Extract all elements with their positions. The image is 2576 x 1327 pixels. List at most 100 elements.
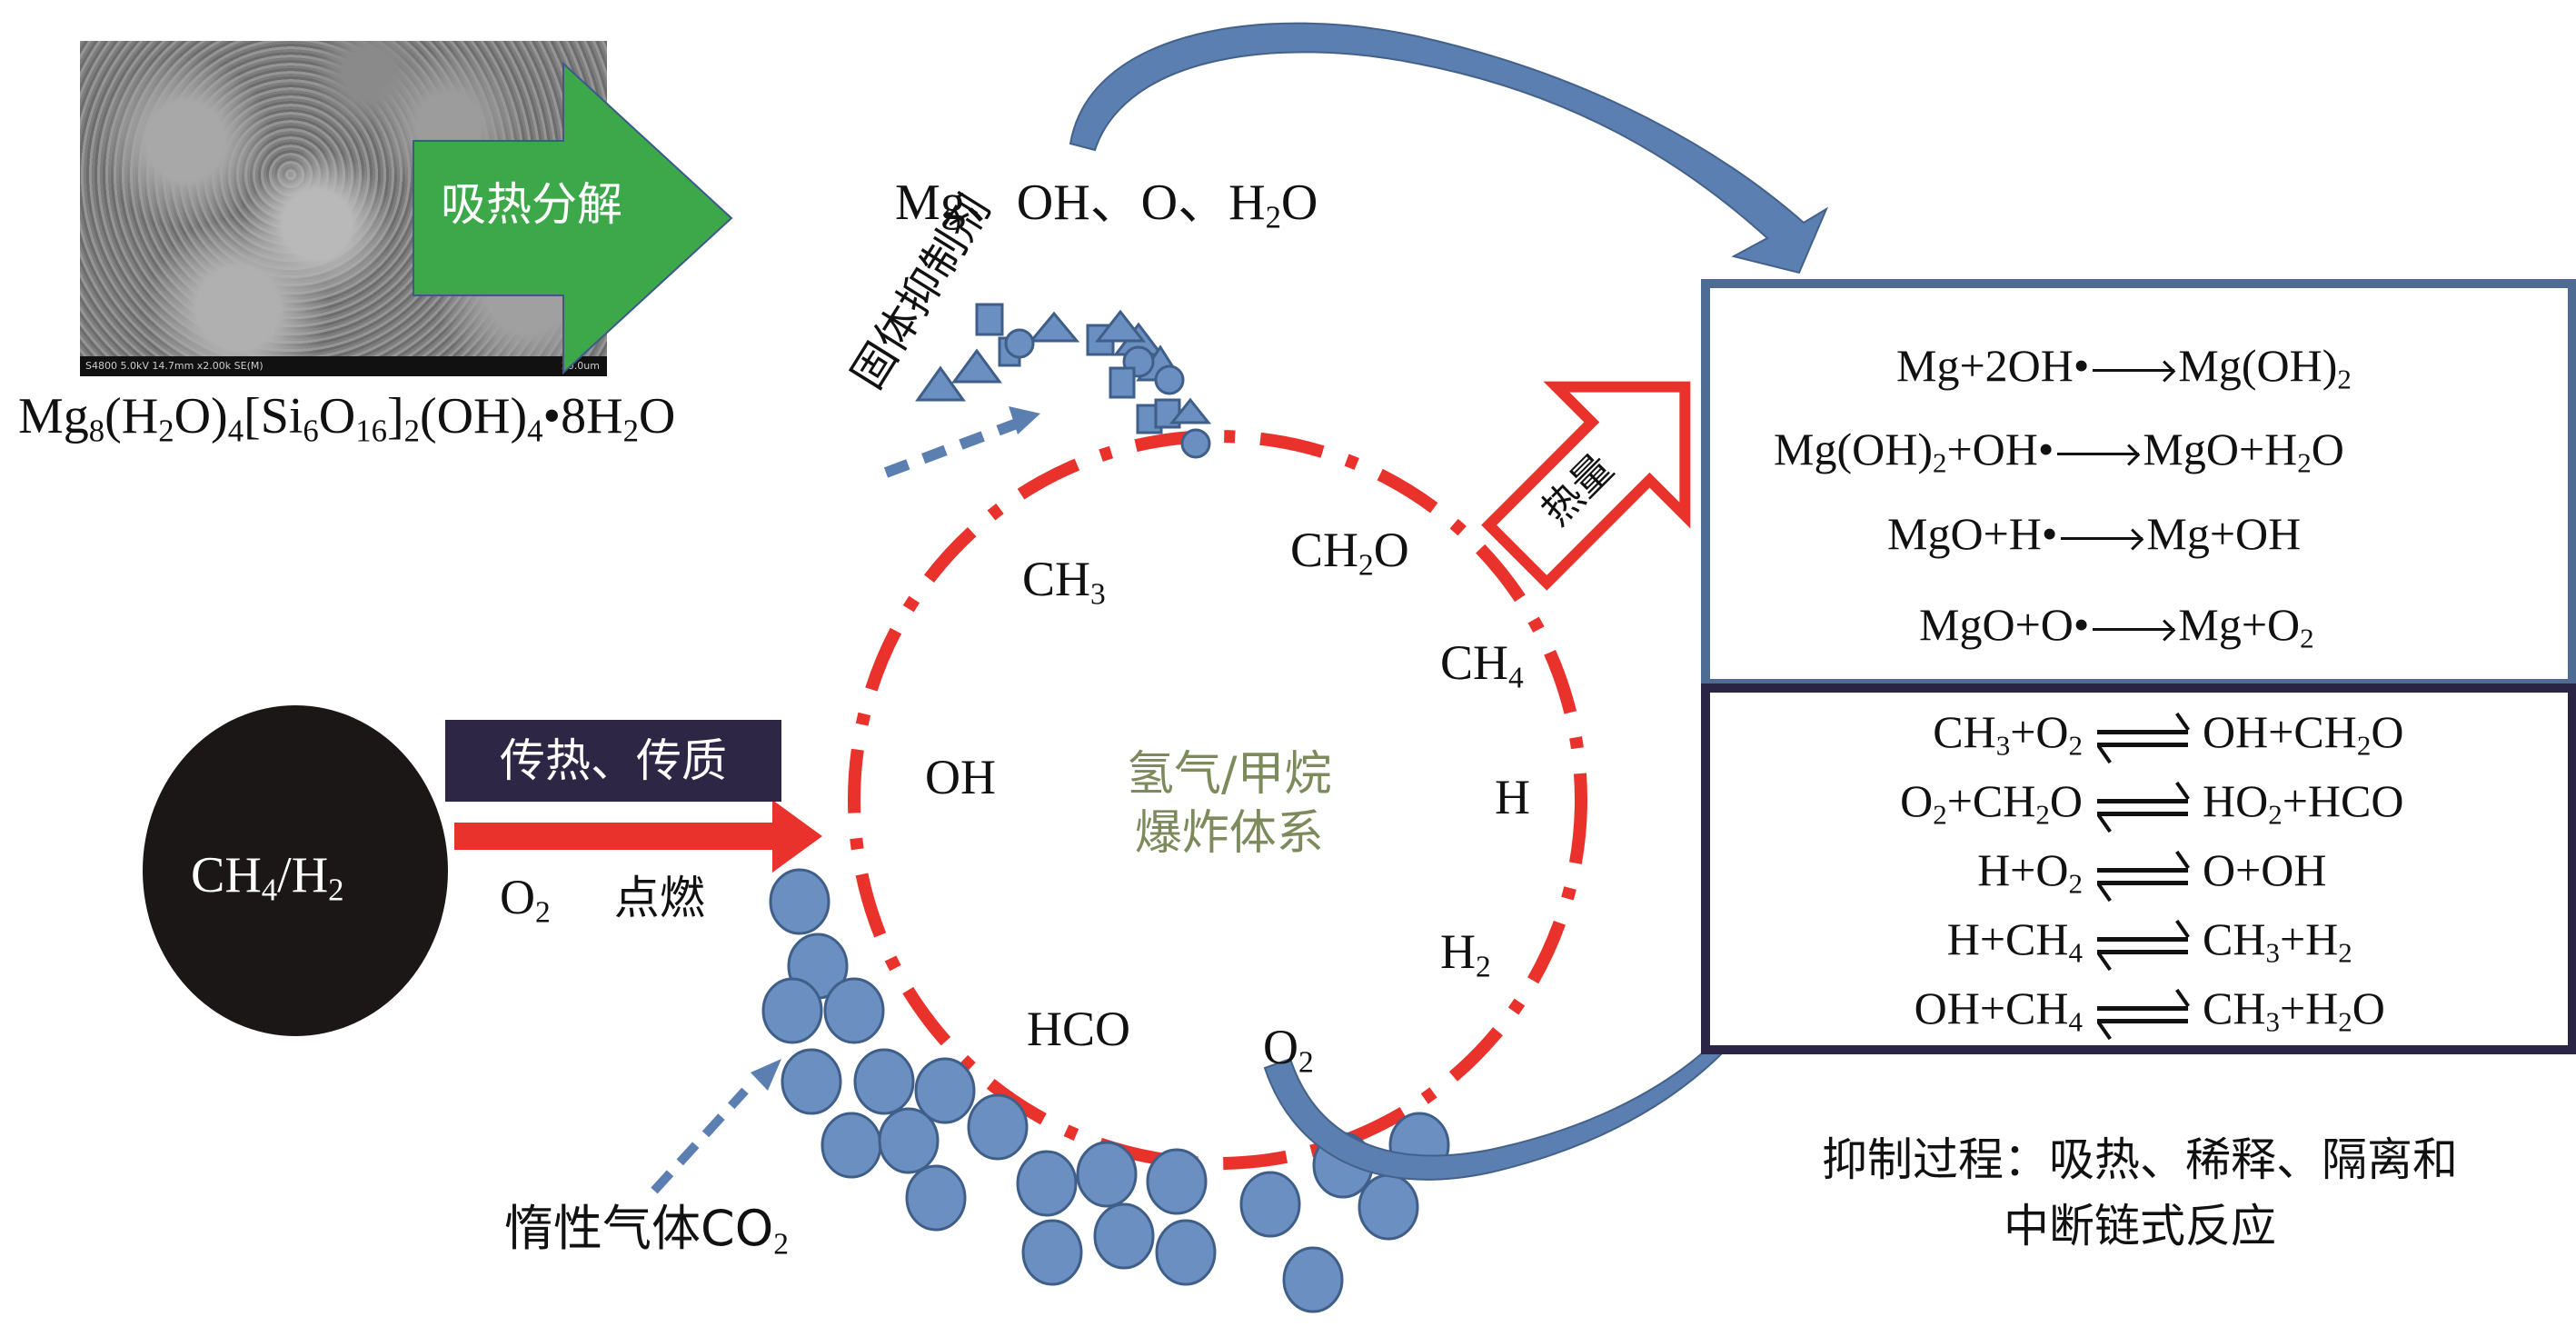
top-curved-arrow [1069, 22, 1829, 274]
suppressant-feed-arrow [883, 413, 1034, 478]
species-text: CH [1022, 552, 1091, 606]
species-ch2o: CH2O [1290, 523, 1409, 581]
conclusion-line2: 中断链式反应 [2004, 1199, 2276, 1252]
reaction-part: +O [2010, 706, 2069, 757]
reaction-rhs: Mg+O [2178, 599, 2301, 650]
reaction-part: O [2352, 983, 2385, 1033]
ignition-text: 点燃 [613, 872, 705, 924]
species-text: O [1263, 1020, 1298, 1074]
species-sub: 3 [1090, 577, 1106, 612]
reaction-lhs: CH3+O2 [1710, 706, 2083, 760]
formula-sub: 2 [403, 413, 420, 449]
reaction-lhs: Mg+2OH• [1896, 340, 2090, 391]
decomposition-products: Mg、OH、O、H2O [895, 175, 1318, 234]
species-sub: 2 [1476, 950, 1491, 984]
reaction-lhs: MgO+H• [1887, 508, 2058, 559]
formula-part: (H [104, 388, 159, 444]
heat-arrow [1481, 381, 1691, 591]
reaction-sub: 3 [2265, 936, 2280, 969]
formula-part: [Si [244, 388, 303, 444]
reaction-sub: 2 [2337, 363, 2352, 395]
species-sub: 2 [1358, 548, 1374, 583]
species-ch3: CH3 [1022, 552, 1106, 610]
co2-particle [821, 1112, 882, 1179]
products-text: Mg、OH、O、H [895, 175, 1266, 231]
reaction-lhs: Mg(OH) [1774, 424, 1933, 474]
forward-arrow-icon [2093, 628, 2175, 632]
reaction-part: O+OH [2203, 844, 2327, 895]
reaction-part: O [1900, 775, 1934, 826]
reaction-sub: 3 [1995, 729, 2011, 762]
heat-mass-transfer-label: 传热、传质 [445, 720, 781, 802]
species-text: CH [1290, 523, 1359, 577]
reaction-sub: 2 [2338, 1005, 2352, 1038]
co2-particle [853, 1048, 915, 1115]
particle-square [1109, 366, 1136, 399]
co2-particles [761, 868, 1450, 1313]
reaction-sub: 2 [2035, 798, 2050, 831]
co2-particle [1155, 1219, 1217, 1286]
formula-part: (OH) [419, 388, 528, 444]
formula-sub: 8 [88, 413, 105, 449]
co2-particle [769, 868, 830, 935]
co2-particle [1093, 1202, 1155, 1270]
reaction-sub: 2 [2356, 729, 2372, 762]
formula-part: ] [386, 388, 404, 444]
particle-square [975, 303, 1004, 336]
reaction-rhs: CH3+H2 [2203, 913, 2566, 967]
forward-arrow-icon [2057, 453, 2140, 456]
formula-sub: 6 [303, 413, 319, 449]
decomposition-arrow [413, 61, 733, 375]
reaction-part: +CH [1946, 775, 2036, 826]
equilibrium-arrow-icon [2097, 781, 2190, 833]
reaction-rhs: MgO+H [2143, 424, 2298, 474]
species-h2: H2 [1440, 927, 1491, 983]
reaction-part: +H [2279, 913, 2339, 964]
reaction-sub: 2 [2068, 867, 2084, 900]
explosion-zone-boundary [848, 430, 1587, 1170]
co2-particle [1146, 1148, 1208, 1215]
products-text: O [1280, 175, 1318, 231]
decomposition-label: 吸热分解 [441, 178, 622, 231]
suppression-reaction: Mg+2OH•Mg(OH)2 [1896, 340, 2352, 394]
reaction-part: CH [1933, 706, 1996, 757]
co2-particle [1016, 1150, 1078, 1217]
reaction-rhs: CH3+H2O [2203, 983, 2566, 1036]
system-label-line2: 爆炸体系 [1134, 806, 1324, 861]
co2-particle [905, 1164, 967, 1232]
fuel-sub: 2 [328, 872, 344, 908]
co2-particle [1358, 1173, 1419, 1241]
suppression-reaction: MgO+O•Mg+O2 [1919, 599, 2314, 653]
co2-feed-arrow [651, 1087, 749, 1194]
suppression-reaction: MgO+H•Mg+OH [1887, 511, 2301, 556]
species-text: CH [1440, 635, 1509, 690]
formula-part: Mg [18, 388, 89, 444]
reaction-sub: 2 [1932, 446, 1947, 479]
formula-sub: 16 [355, 413, 387, 449]
reaction-sub: 2 [2068, 729, 2084, 762]
reaction-sub: 2 [1933, 798, 1947, 831]
reaction-rhs: O [2311, 424, 2344, 474]
reaction-part: H+CH [1946, 913, 2069, 964]
species-oh: OH [925, 750, 996, 804]
reaction-part: OH+CH [2203, 706, 2357, 757]
reaction-sub: 2 [2338, 936, 2352, 969]
sem-caption: S4800 5.0kV 14.7mm x2.00k SE(M) [85, 360, 264, 372]
reaction-part: CH [2203, 983, 2266, 1033]
species-h: H [1495, 770, 1530, 824]
reaction-part: +HCO [2282, 775, 2404, 826]
co2-particle [1021, 1219, 1083, 1286]
formula-sub: 4 [227, 413, 244, 449]
inert-gas-sub: 2 [773, 1227, 789, 1262]
species-sub: 4 [1508, 661, 1524, 695]
reaction-lhs: +OH• [1946, 424, 2054, 474]
species-hco: HCO [1027, 1002, 1131, 1056]
reaction-lhs: H+O2 [1710, 847, 2083, 898]
reaction-sub: 3 [2265, 1005, 2280, 1038]
species-text: O [1373, 523, 1409, 577]
reaction-part: O [2371, 706, 2404, 757]
formula-sub: 2 [622, 413, 639, 449]
species-sub: 2 [1298, 1045, 1314, 1080]
